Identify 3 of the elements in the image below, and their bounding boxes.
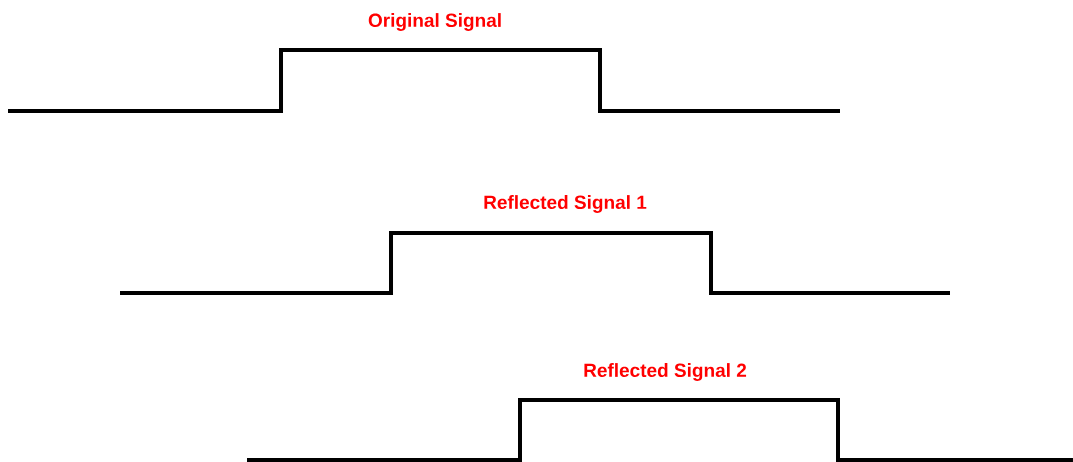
signal-label: Original Signal: [368, 13, 501, 31]
signal-label: Reflected Signal 1: [484, 195, 647, 213]
signal-label: Reflected Signal 2: [584, 363, 747, 381]
